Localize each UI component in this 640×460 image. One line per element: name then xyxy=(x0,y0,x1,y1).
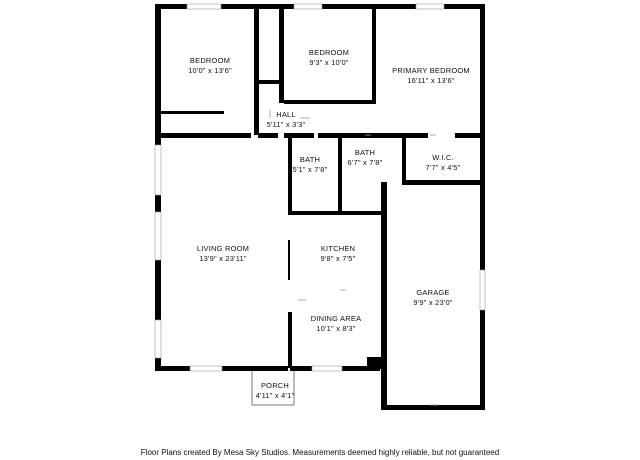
room-bedroom-1: BEDROOM 10'0" x 13'6" xyxy=(188,56,232,76)
room-name: GARAGE xyxy=(416,288,450,297)
room-name: BEDROOM xyxy=(308,48,350,57)
room-primary-bedroom: PRIMARY BEDROOM 16'11" x 13'6" xyxy=(392,66,470,86)
interior-walls xyxy=(161,9,480,369)
room-dimensions: 9'8" x 7'5" xyxy=(320,254,356,263)
room-dimensions: 6'7" x 7'8" xyxy=(347,158,383,167)
room-name: DINING AREA xyxy=(310,314,362,323)
room-porch: PORCH 4'11" x 4'1" xyxy=(256,381,295,401)
room-name: PORCH xyxy=(260,381,290,390)
room-name: BATH xyxy=(299,155,321,164)
room-name: BEDROOM xyxy=(189,56,231,65)
room-dimensions: 13'9" x 23'11" xyxy=(199,254,247,263)
room-garage: GARAGE 9'9" x 23'0" xyxy=(413,288,452,308)
room-name: PRIMARY BEDROOM xyxy=(392,66,470,75)
room-dining-area: DINING AREA 10'1" x 8'3" xyxy=(311,314,362,334)
room-dimensions: 5'1" x 7'8" xyxy=(292,165,328,174)
room-kitchen: KITCHEN 9'8" x 7'5" xyxy=(321,244,356,264)
room-bath-2: BATH 6'7" x 7'8" xyxy=(348,148,383,168)
room-wic: W.I.C. 7'7" x 4'5" xyxy=(426,153,461,173)
room-bath-1: BATH 5'1" x 7'8" xyxy=(293,155,328,175)
room-name: W.I.C. xyxy=(432,153,454,162)
room-dimensions: 9'9" x 23'0" xyxy=(413,298,453,307)
room-dimensions: 10'1" x 8'3" xyxy=(316,324,356,333)
porch-outline xyxy=(251,371,295,406)
room-name: BATH xyxy=(354,148,376,157)
footer-credit: Floor Plans created By Mesa Sky Studios.… xyxy=(140,448,500,457)
room-name: KITCHEN xyxy=(320,244,356,253)
room-dimensions: 9'3" x 10'0" xyxy=(309,58,349,67)
door-markers xyxy=(269,110,438,406)
room-hall: HALL 5'11" x 3'3" xyxy=(267,110,306,130)
room-dimensions: 5'11" x 3'3" xyxy=(266,120,306,129)
room-bedroom-2: BEDROOM 9'3" x 10'0" xyxy=(309,48,349,68)
room-dimensions: 4'11" x 4'1" xyxy=(255,391,295,400)
room-name: HALL xyxy=(276,110,296,119)
room-dimensions: 7'7" x 4'5" xyxy=(425,163,461,172)
room-dimensions: 10'0" x 13'6" xyxy=(188,66,232,75)
room-name: LIVING ROOM xyxy=(196,244,250,253)
window-openings xyxy=(154,3,486,372)
room-dimensions: 16'11" x 13'6" xyxy=(407,76,455,85)
room-living-room: LIVING ROOM 13'9" x 23'11" xyxy=(197,244,249,264)
